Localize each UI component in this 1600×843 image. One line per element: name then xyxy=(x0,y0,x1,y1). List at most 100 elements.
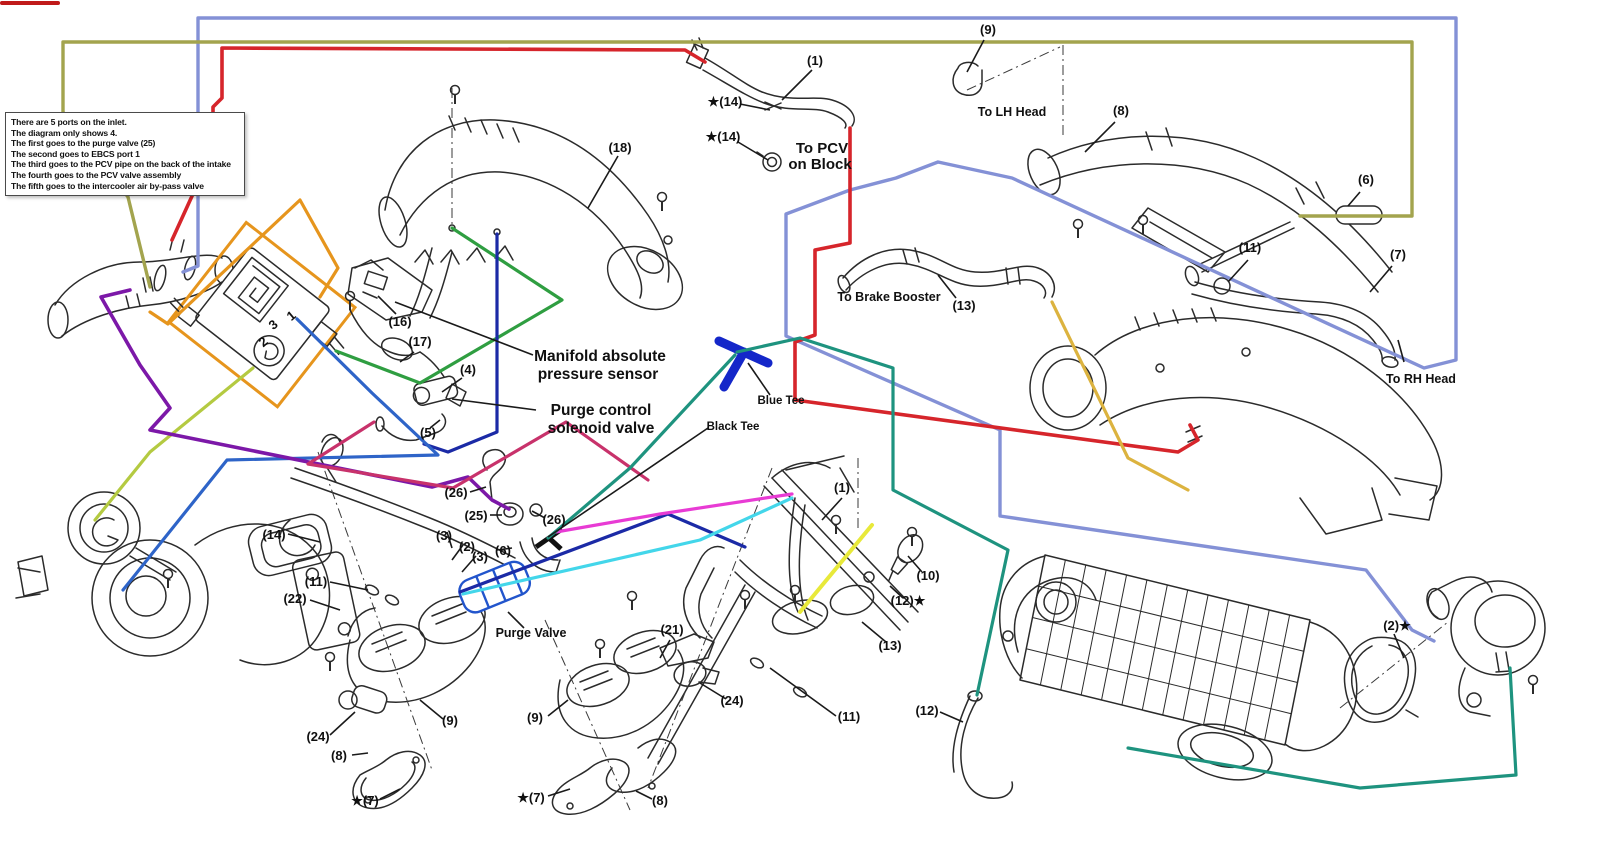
lh-head-hose xyxy=(952,61,983,96)
rail-assembly-right xyxy=(647,455,924,765)
leader-line xyxy=(635,790,653,800)
route-orange-ebcs-port1 xyxy=(148,198,340,326)
label-blue-tee: Blue Tee xyxy=(757,395,804,407)
leader-line xyxy=(547,699,569,717)
leader-line xyxy=(377,295,397,315)
screw-icon xyxy=(626,590,638,602)
brake-booster-hose xyxy=(837,247,1056,299)
callout-25-15: (25) xyxy=(464,508,487,523)
leader-line xyxy=(441,377,463,393)
leader-line xyxy=(399,351,415,363)
component-artwork xyxy=(15,37,1546,815)
callout-8-30: (8) xyxy=(652,793,668,808)
hose-12 xyxy=(952,695,1014,799)
intake-manifold-left xyxy=(378,115,684,319)
leader-line xyxy=(329,711,356,736)
dash-dot-line xyxy=(317,451,433,771)
callout-13-37: (13) xyxy=(878,638,901,653)
callout-1-1: (1) xyxy=(807,53,823,68)
screw-bolts xyxy=(162,84,1539,694)
callout-18-0: (18) xyxy=(608,140,631,155)
leader-line xyxy=(907,555,923,573)
callout-22-19: (22) xyxy=(283,591,306,606)
callout-5-13: (5) xyxy=(420,425,436,440)
intercooler-fin xyxy=(1038,585,1304,652)
route-purple-purge-feed xyxy=(99,288,511,511)
leader-line xyxy=(889,585,904,599)
callout-6-6: (6) xyxy=(1358,172,1374,187)
screw-icon xyxy=(739,589,751,601)
screw-icon xyxy=(656,191,668,203)
bypass-valve xyxy=(1343,576,1546,723)
label-purge-sol-2: solenoid valve xyxy=(548,420,655,437)
route-teal-tee-to-hose12 xyxy=(735,336,1010,697)
callout-13-9: (13) xyxy=(952,298,975,313)
callout-9-28: (9) xyxy=(527,710,543,725)
note-line: The second goes to EBCS port 1 xyxy=(11,148,140,159)
route-lime-wastegate xyxy=(93,366,255,522)
route-teal-purge-to-tee xyxy=(546,353,737,540)
leader-line xyxy=(451,398,537,411)
note-line: The first goes to the purge valve (25) xyxy=(11,138,156,149)
callout-11-18: (11) xyxy=(305,574,327,589)
screw-icon xyxy=(1137,214,1149,226)
callout-7-8: (7) xyxy=(1390,247,1406,262)
leader-line xyxy=(939,711,964,723)
leader-line xyxy=(781,69,813,101)
label-to-pcv-1: To PCV xyxy=(796,140,848,157)
callout-numbers: (18)(1)★(14)★(14)(9)(8)(6)(11)(7)(13)(16… xyxy=(262,22,1411,808)
turbocharger xyxy=(15,491,361,666)
leader-line xyxy=(451,544,464,561)
route-royal-ebcs-turbo xyxy=(121,317,440,592)
callout-2-21: (2) xyxy=(459,539,475,554)
leader-line xyxy=(379,788,401,800)
route-yellow-highlight xyxy=(798,523,874,614)
route-bypass-valve-hose-periwinkle xyxy=(181,16,1458,643)
leader-line xyxy=(329,581,369,591)
leader-line xyxy=(1393,633,1405,659)
callout-4-12: (4) xyxy=(460,362,476,377)
callout-11-7: (11) xyxy=(1239,240,1261,255)
callout-26-14: (26) xyxy=(444,485,467,500)
leader-line xyxy=(1347,191,1361,207)
note-line: The fourth goes to the PCV valve assembl… xyxy=(11,169,182,180)
callout-8-5: (8) xyxy=(1113,103,1129,118)
callout-10-35: (10) xyxy=(916,568,939,583)
label-purge-sol-1: Purge control xyxy=(551,402,652,419)
callout-12-38: (12) xyxy=(915,703,938,718)
route-cyan-hose xyxy=(461,496,794,596)
screw-icon xyxy=(830,514,842,526)
leader-line xyxy=(966,39,985,73)
label-black-tee: Black Tee xyxy=(707,421,760,433)
leader-line xyxy=(469,486,487,493)
callout-16-10: (16) xyxy=(388,314,411,329)
route-navy-solenoid xyxy=(422,232,499,454)
route-mustard-hose xyxy=(1050,300,1190,492)
leader-line xyxy=(507,611,525,629)
route-olive-loop xyxy=(61,40,1414,289)
callout-17-11: (17) xyxy=(408,334,431,349)
leader-line xyxy=(547,788,571,797)
callout-14-3: ★(14) xyxy=(706,129,741,144)
screw-icon xyxy=(594,638,606,650)
map-sensor-assembly xyxy=(347,257,467,442)
callout-9-4: (9) xyxy=(980,22,996,37)
callout-leaders xyxy=(287,39,1405,800)
leader-line xyxy=(1369,265,1393,293)
pcv-pipes-right xyxy=(1027,127,1399,368)
tgv-assembly-center xyxy=(551,629,720,815)
route-green-map-hose xyxy=(334,226,564,385)
pcv-hose-assembly xyxy=(685,37,855,172)
leader-line xyxy=(769,667,837,717)
leader-line xyxy=(351,752,369,756)
ebcs-solenoid xyxy=(166,220,358,409)
leader-line xyxy=(861,621,887,643)
leader-line xyxy=(429,419,441,429)
callout-24-32: (24) xyxy=(720,693,743,708)
callout-9-26: (9) xyxy=(442,713,458,728)
callout-3-20: (3) xyxy=(436,528,452,543)
note-line: The fifth goes to the intercooler air by… xyxy=(11,180,204,191)
